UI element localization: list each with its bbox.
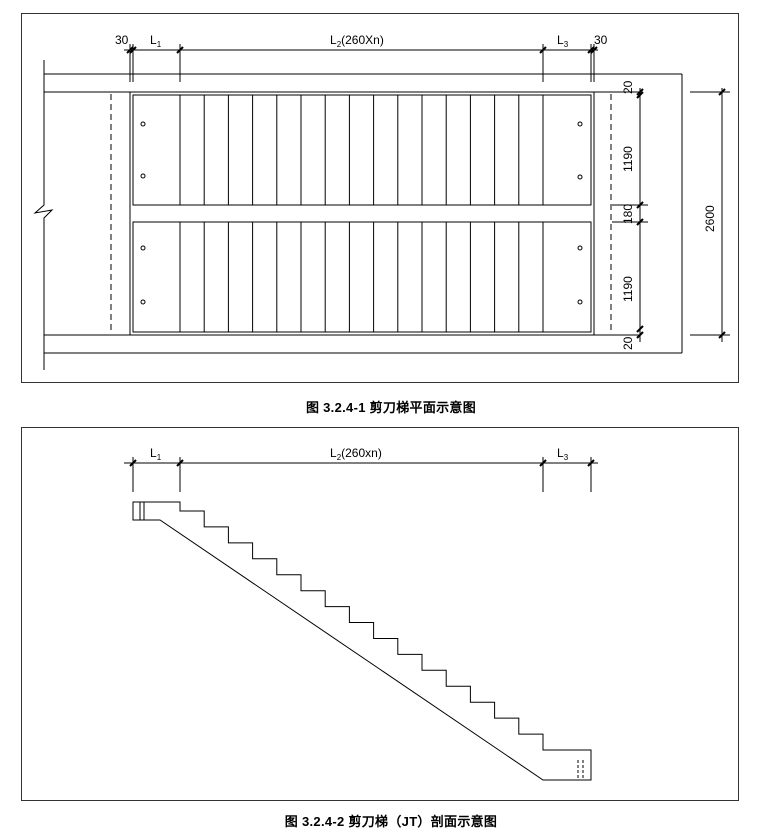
section-view-frame xyxy=(21,427,739,801)
section-caption: 图 3.2.4-2 剪刀梯（JT）剖面示意图 xyxy=(284,814,498,829)
hole xyxy=(577,299,583,305)
hole xyxy=(577,245,583,251)
upper-flight-outline xyxy=(132,94,592,206)
dim-label-2600: 2600 xyxy=(703,205,717,232)
hole xyxy=(140,121,146,127)
hole xyxy=(140,299,146,305)
hole xyxy=(577,174,583,180)
dim-label-1190-top: 1190 xyxy=(621,146,635,172)
section-dim-label-l1: L1 xyxy=(150,446,162,462)
dim-label-30-right: 30 xyxy=(594,33,608,47)
dim-label-l1: L1 xyxy=(150,33,162,49)
hole xyxy=(140,173,146,179)
plan-view-drawing: 30 L1 L2(260Xn) L3 30 20 1190 180 1190 2… xyxy=(33,33,730,370)
hole xyxy=(577,121,583,127)
lower-flight-outline xyxy=(132,221,592,333)
dim-label-l3: L3 xyxy=(557,33,569,49)
dim-label-30-left: 30 xyxy=(115,33,129,47)
dim-label-20-top: 20 xyxy=(621,80,635,94)
break-line xyxy=(33,60,54,370)
dim-label-180: 180 xyxy=(621,204,635,224)
hole xyxy=(140,245,146,251)
stair-profile xyxy=(132,501,592,781)
plan-view-frame xyxy=(21,13,739,383)
dim-label-1190-bottom: 1190 xyxy=(621,276,635,302)
section-dim-label-l3: L3 xyxy=(557,446,569,462)
plan-caption: 图 3.2.4-1 剪刀梯平面示意图 xyxy=(305,400,477,415)
tread-lines xyxy=(179,95,544,332)
dim-label-20-bottom: 20 xyxy=(621,336,635,350)
dim-label-l2: L2(260Xn) xyxy=(330,33,384,49)
section-dim-label-l2: L2(260xn) xyxy=(330,446,382,462)
